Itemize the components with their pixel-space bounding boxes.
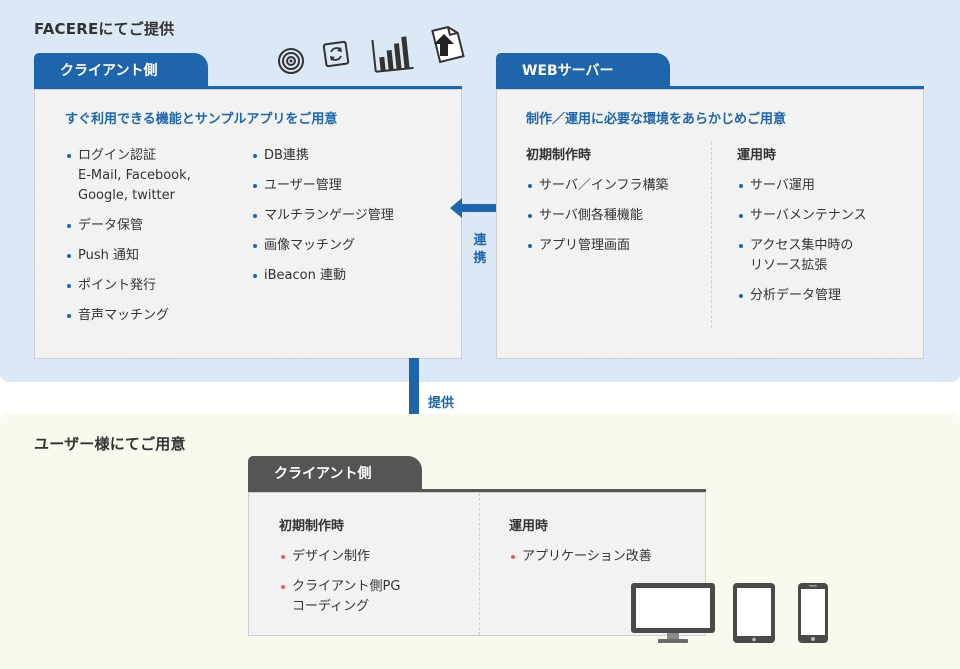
facere-region-title: FACEREにてご提供 <box>34 20 175 38</box>
list-item: アクセス集中時の リソース拡張 <box>737 236 917 276</box>
list-item: クライアント側PG コーディング <box>279 577 469 617</box>
user-client-panel: 初期制作時 デザイン制作 クライアント側PG コーディング 運用時 アプリケーシ… <box>248 492 706 636</box>
server-tab: WEBサーバー <box>496 53 670 87</box>
list-item: DB連携 <box>251 146 451 166</box>
client-tab: クライアント側 <box>34 53 208 87</box>
list-item: ユーザー管理 <box>251 176 451 196</box>
server-initial-heading: 初期制作時 <box>526 148 592 163</box>
server-tab-underline <box>496 86 924 89</box>
client-panel-heading: すぐ利用できる機能とサンプルアプリをご用意 <box>65 112 338 127</box>
server-column-divider <box>711 142 712 328</box>
user-client-tab: クライアント側 <box>248 456 422 490</box>
list-item: マルチランゲージ管理 <box>251 206 451 226</box>
client-tab-underline <box>34 86 462 89</box>
sync-icon <box>322 40 350 68</box>
list-item: 分析データ管理 <box>737 286 917 306</box>
client-panel: すぐ利用できる機能とサンプルアプリをご用意 ログイン認証 E-Mail, Fac… <box>34 89 462 359</box>
list-item: アプリケーション改善 <box>509 547 699 567</box>
user-initial-heading: 初期制作時 <box>279 519 345 534</box>
list-item: サーバ／インフラ構築 <box>526 176 716 196</box>
upload-document-icon <box>431 25 465 64</box>
server-ops-heading: 運用時 <box>737 148 777 163</box>
list-item: デザイン制作 <box>279 547 469 567</box>
target-icon <box>278 48 304 74</box>
list-item: 音声マッチング <box>65 306 235 326</box>
smartphone-icon <box>798 583 828 643</box>
user-client-tab-underline <box>248 489 706 492</box>
client-feature-list-2: DB連携 ユーザー管理 マルチランゲージ管理 画像マッチング iBeacon 連… <box>251 146 451 296</box>
list-item: サーバメンテナンス <box>737 206 917 226</box>
list-item: サーバ側各種機能 <box>526 206 716 226</box>
list-item: Push 通知 <box>65 246 235 266</box>
user-ops-list: アプリケーション改善 <box>509 547 699 577</box>
client-feature-list-1: ログイン認証 E-Mail, Facebook, Google, twitter… <box>65 146 235 336</box>
list-item: 画像マッチング <box>251 236 451 256</box>
bar-chart-icon <box>371 36 414 73</box>
server-panel-heading: 制作／運用に必要な環境をあらかじめご用意 <box>526 112 787 127</box>
monitor-icon <box>631 583 715 643</box>
list-item: データ保管 <box>65 216 235 236</box>
list-item: アプリ管理画面 <box>526 236 716 256</box>
server-ops-list: サーバ運用 サーバメンテナンス アクセス集中時の リソース拡張 分析データ管理 <box>737 176 917 316</box>
user-ops-heading: 運用時 <box>509 519 549 534</box>
user-column-divider <box>479 493 480 635</box>
list-item: ポイント発行 <box>65 276 235 296</box>
server-initial-list: サーバ／インフラ構築 サーバ側各種機能 アプリ管理画面 <box>526 176 716 266</box>
list-item: サーバ運用 <box>737 176 917 196</box>
list-item: iBeacon 連動 <box>251 266 451 286</box>
server-panel: 制作／運用に必要な環境をあらかじめご用意 初期制作時 サーバ／インフラ構築 サー… <box>496 89 924 359</box>
link-label: 連 携 <box>473 233 487 266</box>
list-item: ログイン認証 E-Mail, Facebook, Google, twitter <box>65 146 235 206</box>
provide-label: 提供 <box>428 396 455 411</box>
user-initial-list: デザイン制作 クライアント側PG コーディング <box>279 547 469 627</box>
bidirectional-arrow-icon <box>450 198 510 218</box>
tablet-icon <box>733 583 775 643</box>
user-region-title: ユーザー様にてご用意 <box>34 435 186 453</box>
